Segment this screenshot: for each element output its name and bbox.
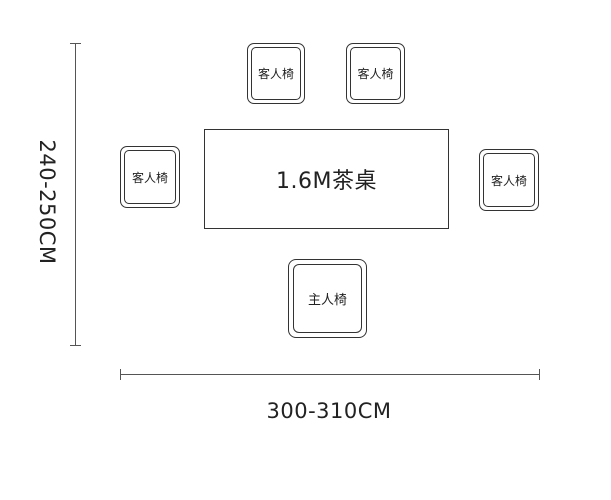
depth-dimension-bottom-tick (70, 345, 81, 346)
host-chair: 主人椅 (288, 259, 367, 338)
tea-table-label: 1.6M茶桌 (276, 169, 377, 194)
width-dimension-label: 300-310CM (266, 399, 392, 423)
depth-dimension-label: 240-250CM (35, 139, 59, 265)
guest-chair-top-left: 客人椅 (247, 43, 305, 104)
tea-table: 1.6M茶桌 (204, 129, 449, 229)
guest-chair-right: 客人椅 (479, 149, 539, 211)
guest-chair-label: 客人椅 (257, 67, 294, 81)
guest-chair-seat: 客人椅 (124, 150, 176, 204)
guest-chair-label: 客人椅 (357, 67, 394, 81)
guest-chair-label: 客人椅 (490, 173, 527, 188)
host-chair-seat: 主人椅 (293, 264, 362, 333)
guest-chair-top-right: 客人椅 (346, 43, 405, 104)
guest-chair-seat: 客人椅 (350, 47, 401, 100)
guest-chair-left: 客人椅 (120, 146, 180, 208)
guest-chair-seat: 客人椅 (483, 153, 535, 207)
guest-chair-seat: 客人椅 (251, 47, 301, 100)
depth-dimension-line (75, 43, 76, 346)
width-dimension-line (120, 374, 540, 375)
host-chair-label: 主人椅 (307, 293, 347, 308)
width-dimension-right-tick (539, 369, 540, 380)
guest-chair-label: 客人椅 (131, 170, 168, 185)
